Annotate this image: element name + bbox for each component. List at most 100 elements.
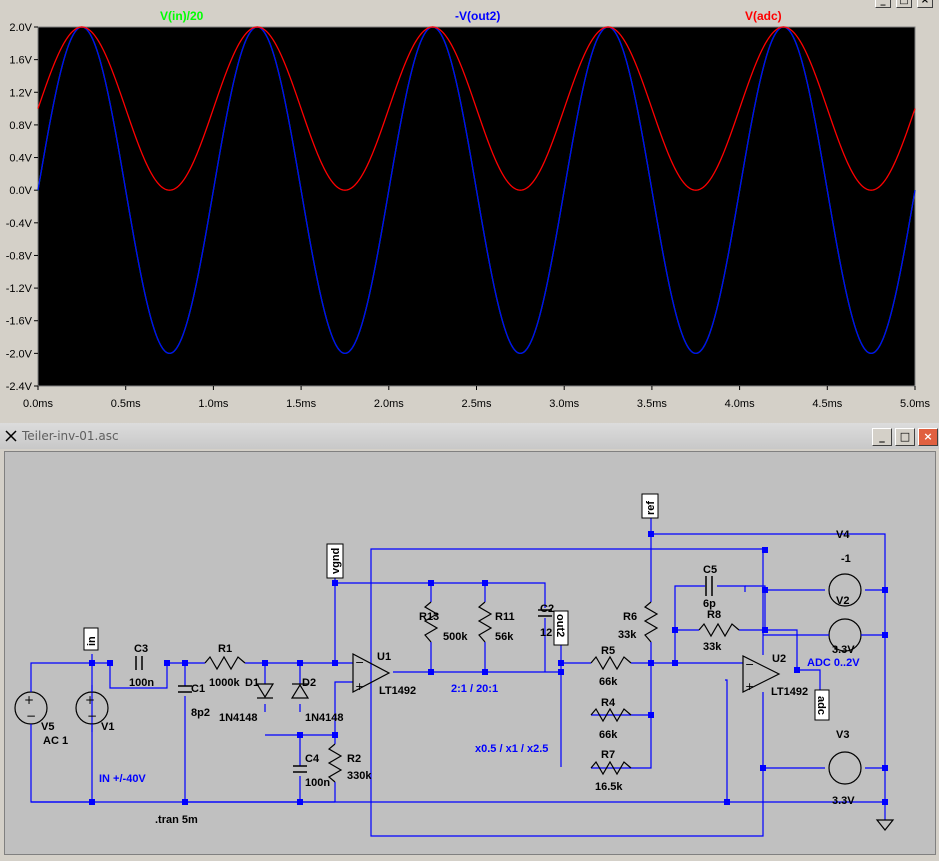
legend: V(in)/20 -V(out2) V(adc) — [160, 9, 782, 23]
value-R1: 1000k — [209, 677, 240, 689]
series-layer — [37, 26, 916, 355]
value-D2: 1N4148 — [305, 712, 344, 724]
plot-maximize-button[interactable]: □ — [896, 0, 912, 8]
x-tick-label: 5.0ms — [900, 398, 930, 410]
tran-directive: .tran 5m — [155, 814, 198, 826]
opamp-U2-minus: − — [745, 658, 754, 671]
source-V4 — [828, 573, 862, 607]
opamp-U2-plus: + — [745, 680, 754, 693]
node-dots — [89, 531, 888, 805]
value-R7: 16.5k — [595, 781, 623, 793]
x-tick-label: 2.0ms — [374, 398, 404, 410]
x-tick-label: 0.5ms — [111, 398, 141, 410]
label-V2: V2 — [836, 595, 849, 607]
value-D1: 1N4148 — [219, 712, 258, 724]
label-R1: R1 — [218, 643, 232, 655]
schematic-close-button[interactable]: × — [918, 428, 938, 446]
resistor-R5 — [590, 655, 632, 671]
label-R13: R13 — [419, 611, 439, 623]
resistor-R6 — [643, 601, 659, 643]
schematic-canvas[interactable]: in vgnd out2 ref adc C3 100n R1 1000k C1… — [4, 451, 936, 855]
schematic-drawing[interactable]: in vgnd out2 ref adc C3 100n R1 1000k C1… — [5, 452, 937, 856]
label-C1: C1 — [191, 683, 205, 695]
label-R11: R11 — [495, 611, 515, 623]
net-label-in: in — [86, 636, 98, 646]
label-D2: D2 — [302, 677, 316, 689]
resistors — [204, 601, 740, 783]
label-R2: R2 — [347, 753, 361, 765]
x-tick-label: 3.5ms — [637, 398, 667, 410]
value-C1: 8p2 — [191, 707, 210, 719]
source-V3 — [828, 751, 862, 785]
note-input-range: IN +/-40V — [99, 773, 146, 785]
y-tick-label: 0.4V — [9, 153, 32, 165]
label-C4: C4 — [305, 753, 320, 765]
y-tick-label: -1.6V — [6, 316, 33, 328]
y-tick-label: -2.4V — [6, 381, 33, 393]
value-R4: 66k — [599, 729, 618, 741]
series-line — [37, 26, 916, 191]
y-tick-label: 1.6V — [9, 55, 32, 67]
resistor-R7 — [590, 760, 632, 776]
legend-entry: V(in)/20 — [160, 9, 204, 23]
label-V3: V3 — [836, 729, 849, 741]
label-R7: R7 — [601, 749, 615, 761]
net-label-ref: ref — [645, 501, 657, 515]
net-flags — [83, 493, 830, 721]
value-V3: 3.3V — [832, 795, 855, 807]
value-C2: 12 — [540, 627, 552, 639]
schematic-minimize-button[interactable]: _ — [872, 428, 892, 446]
plot-area[interactable] — [37, 26, 916, 387]
capacitor-C4 — [293, 765, 307, 773]
y-tick-label: -1.2V — [6, 283, 33, 295]
note-adc-range: ADC 0..2V — [807, 657, 860, 669]
plot-minimize-button[interactable]: _ — [875, 0, 891, 8]
label-U1: U1 — [377, 651, 391, 663]
schematic-titlebar[interactable]: Teiler-inv-01.asc _ □ × — [0, 423, 939, 449]
y-tick-label: -0.8V — [6, 250, 33, 262]
x-tick-label: 4.5ms — [812, 398, 842, 410]
y-axis: 2.0V1.6V1.2V0.8V0.4V0.0V-0.4V-0.8V-1.2V-… — [6, 22, 38, 393]
label-C3: C3 — [134, 643, 148, 655]
x-tick-label: 0.0ms — [23, 398, 53, 410]
label-D1: D1 — [245, 677, 259, 689]
minus-sign-V5: − — [26, 709, 36, 723]
value-U2: LT1492 — [771, 686, 808, 698]
value-R13: 500k — [443, 631, 468, 643]
capacitor-C3 — [135, 656, 143, 670]
value-V4: -1 — [841, 553, 851, 565]
label-R5: R5 — [601, 645, 615, 657]
resistor-R11 — [477, 601, 493, 643]
plot-close-button[interactable]: × — [917, 0, 933, 8]
value-C3: 100n — [129, 677, 154, 689]
y-tick-label: 1.2V — [9, 87, 32, 99]
capacitor-C1 — [178, 685, 192, 693]
label-V5: V5 — [41, 721, 54, 733]
capacitors — [135, 576, 713, 773]
value-V5: AC 1 — [43, 735, 68, 747]
y-tick-label: 0.8V — [9, 120, 32, 132]
schematic-maximize-button[interactable]: □ — [895, 428, 915, 446]
value-R2: 330k — [347, 770, 372, 782]
y-tick-label: 0.0V — [9, 185, 32, 197]
diode-D1 — [255, 683, 275, 699]
resistor-R13 — [423, 601, 439, 643]
resistor-R2 — [327, 743, 343, 783]
label-R4: R4 — [601, 697, 616, 709]
legend-entry: V(adc) — [745, 9, 782, 23]
value-C5: 6p — [703, 598, 716, 610]
x-tick-label: 3.0ms — [549, 398, 579, 410]
schematic-wires — [30, 515, 886, 837]
label-C2: C2 — [540, 603, 554, 615]
legend-entry: -V(out2) — [455, 9, 500, 23]
ground-symbol — [875, 819, 895, 831]
y-tick-label: -2.0V — [6, 348, 33, 360]
ltspice-schematic-icon — [5, 430, 17, 442]
capacitor-C5 — [705, 576, 713, 596]
x-tick-label: 4.0ms — [725, 398, 755, 410]
net-label-adc: adc — [815, 696, 827, 715]
waveform-plot[interactable]: 2.0V1.6V1.2V0.8V0.4V0.0V-0.4V-0.8V-1.2V-… — [0, 0, 939, 415]
net-label-vgnd: vgnd — [330, 548, 342, 574]
value-R6: 33k — [618, 629, 637, 641]
